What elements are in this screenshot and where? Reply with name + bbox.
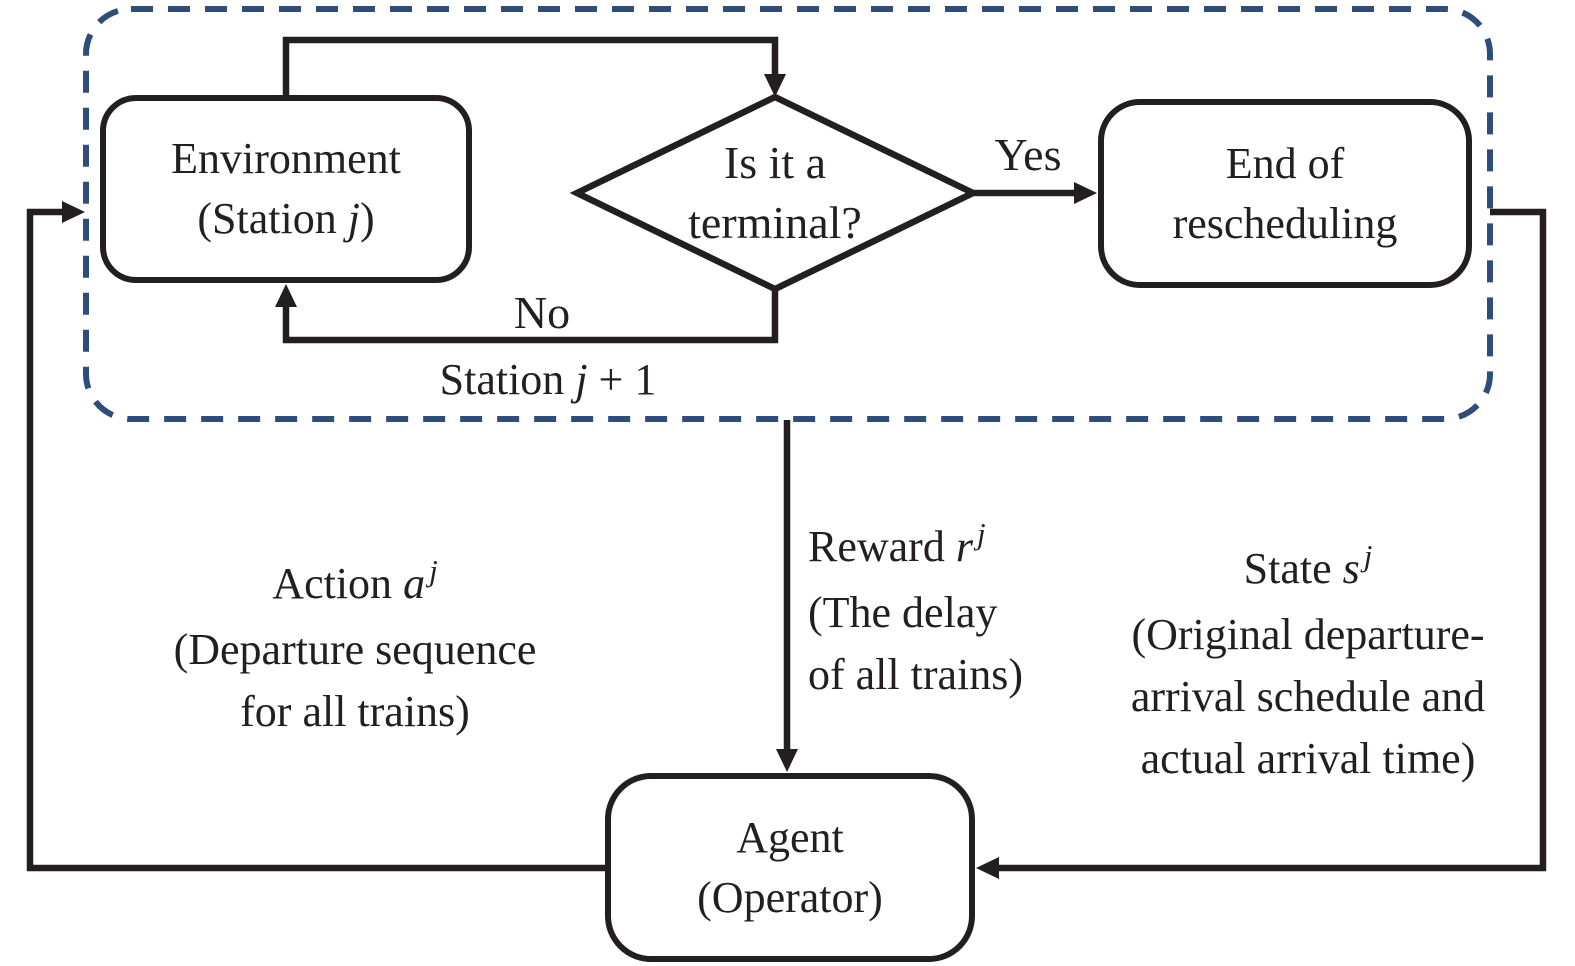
no-arrowhead [275,284,297,307]
state-line [988,208,1547,872]
environment-node-line2: (Station j) [197,194,375,243]
reward-arrowhead [776,749,798,772]
state-arrowhead [976,857,999,879]
yes-arrowhead [1074,182,1097,204]
environment-to-decision-line [282,36,779,95]
end-node-line2: rescheduling [1172,198,1398,248]
decision-line2: terminal? [688,197,862,248]
action-line [26,208,605,872]
environment-node: Environment (Station j) [100,95,472,283]
state-annotation-desc3: actual arrival time) [1140,734,1476,783]
agent-node-line2: (Operator) [697,872,883,922]
action-annotation-desc2: for all trains) [240,687,470,736]
action-arrowhead [62,201,85,223]
state-annotation-desc2: arrival schedule and [1130,672,1486,721]
no-label: No [513,287,571,338]
decision-node-text: Is it a terminal? [615,119,935,267]
state-annotation-desc1: (Original departure- [1131,610,1485,659]
decision-diamond [569,93,981,293]
end-node: End of rescheduling [1098,99,1472,288]
end-node-line1: End of [1225,138,1345,188]
reward-annotation-desc2: of all trains) [808,650,1024,699]
decision-arrowhead [764,74,786,97]
agent-node-line1: Agent [736,812,844,862]
decision-line1: Is it a [723,137,827,188]
station-next-label: Station j + 1 [439,355,657,404]
no-line [282,289,779,344]
environment-node-line1: Environment [171,134,401,183]
action-annotation-desc1: (Departure sequence [173,625,537,674]
yes-label: Yes [994,129,1062,180]
agent-node: Agent (Operator) [605,773,975,962]
reward-annotation-desc1: (The delay [808,588,998,637]
